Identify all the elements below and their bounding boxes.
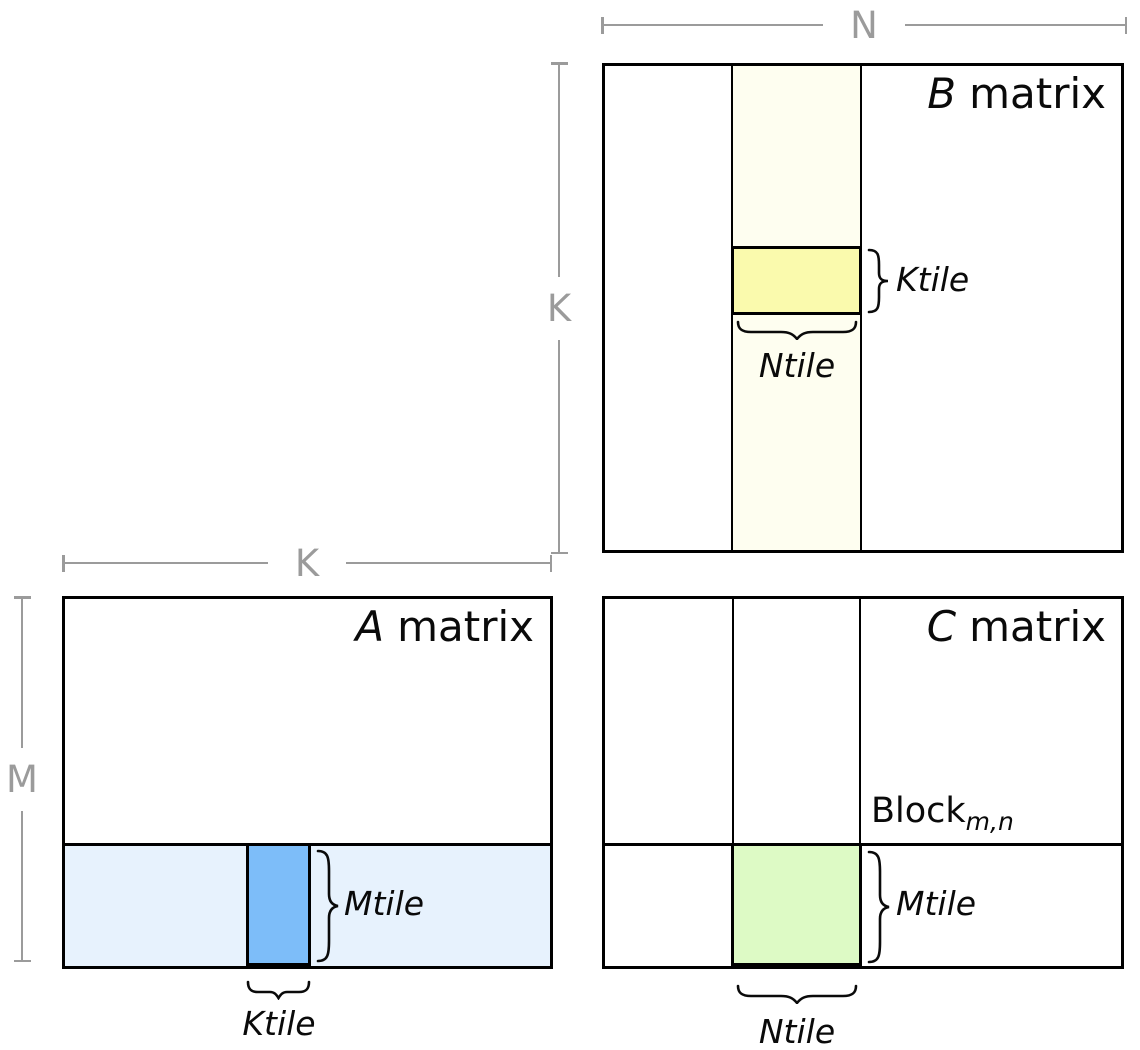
curly-brace-under-c-ntile	[736, 984, 858, 1004]
b-matrix-title-word: matrix	[969, 69, 1106, 118]
dimension-line-m: M	[6, 596, 38, 962]
dimension-line-n: N	[601, 3, 1127, 47]
dimension-line-segment	[346, 561, 550, 565]
c-matrix-box	[602, 596, 1124, 969]
dimension-end-tick	[549, 554, 553, 572]
dimension-end-tick	[550, 62, 568, 65]
c-block-label-word: Block	[871, 791, 966, 831]
dimension-line-segment	[603, 23, 824, 27]
c-mtile-label: Mtile	[896, 884, 977, 923]
c-matrix-title-word: matrix	[969, 602, 1106, 651]
curly-brace-right-b-ktile	[867, 248, 889, 314]
dimension-label-n: N	[850, 3, 878, 47]
dimension-line-segment	[20, 598, 24, 748]
dimension-end-tick	[13, 596, 31, 599]
dimension-line-segment	[904, 23, 1125, 27]
dimension-line-segment	[64, 561, 268, 565]
c-tile-column-line-right	[859, 599, 861, 966]
c-tile-column-line-left	[732, 599, 734, 966]
dimension-end-tick	[13, 959, 31, 962]
a-ktile-label: Ktile	[242, 1004, 316, 1043]
dimension-line-segment	[557, 64, 561, 277]
dimension-line-k-vertical: K	[546, 62, 572, 554]
dimension-line-k-horizontal: K	[62, 541, 553, 585]
c-block-label-subscript: m,n	[965, 807, 1014, 836]
c-ntile-label: Ntile	[758, 1012, 836, 1050]
dimension-label-k-vertical: K	[546, 286, 572, 330]
c-mtile-ntile-block	[731, 843, 862, 966]
a-matrix-title-word: matrix	[397, 602, 534, 651]
b-matrix-box	[602, 63, 1124, 553]
b-matrix-title-letter: B	[927, 69, 957, 118]
c-block-label: Blockm,n	[871, 791, 1014, 834]
b-ntile-label: Ntile	[758, 346, 836, 385]
c-matrix-title-letter: C	[926, 602, 957, 651]
dimension-line-segment	[20, 810, 24, 960]
dimension-line-segment	[557, 339, 561, 552]
c-tile-row-line	[605, 843, 1121, 846]
a-mtile-label: Mtile	[344, 884, 425, 923]
b-ktile-block	[731, 246, 862, 315]
dimension-end-tick	[1124, 16, 1127, 34]
dimension-end-tick	[62, 554, 65, 572]
curly-brace-right-a-mtile	[316, 849, 339, 963]
dimension-label-k-horizontal: K	[294, 541, 320, 585]
curly-brace-under-b-ntile	[736, 320, 858, 340]
dimension-end-tick	[601, 16, 604, 34]
dimension-end-tick	[550, 551, 568, 554]
dimension-label-m: M	[6, 757, 38, 801]
b-ktile-label: Ktile	[896, 260, 970, 299]
a-matrix-title-letter: A	[355, 602, 385, 651]
curly-brace-under-a-ktile	[246, 980, 311, 1000]
curly-brace-right-c-mtile	[867, 850, 890, 964]
a-mtile-block	[246, 843, 311, 966]
